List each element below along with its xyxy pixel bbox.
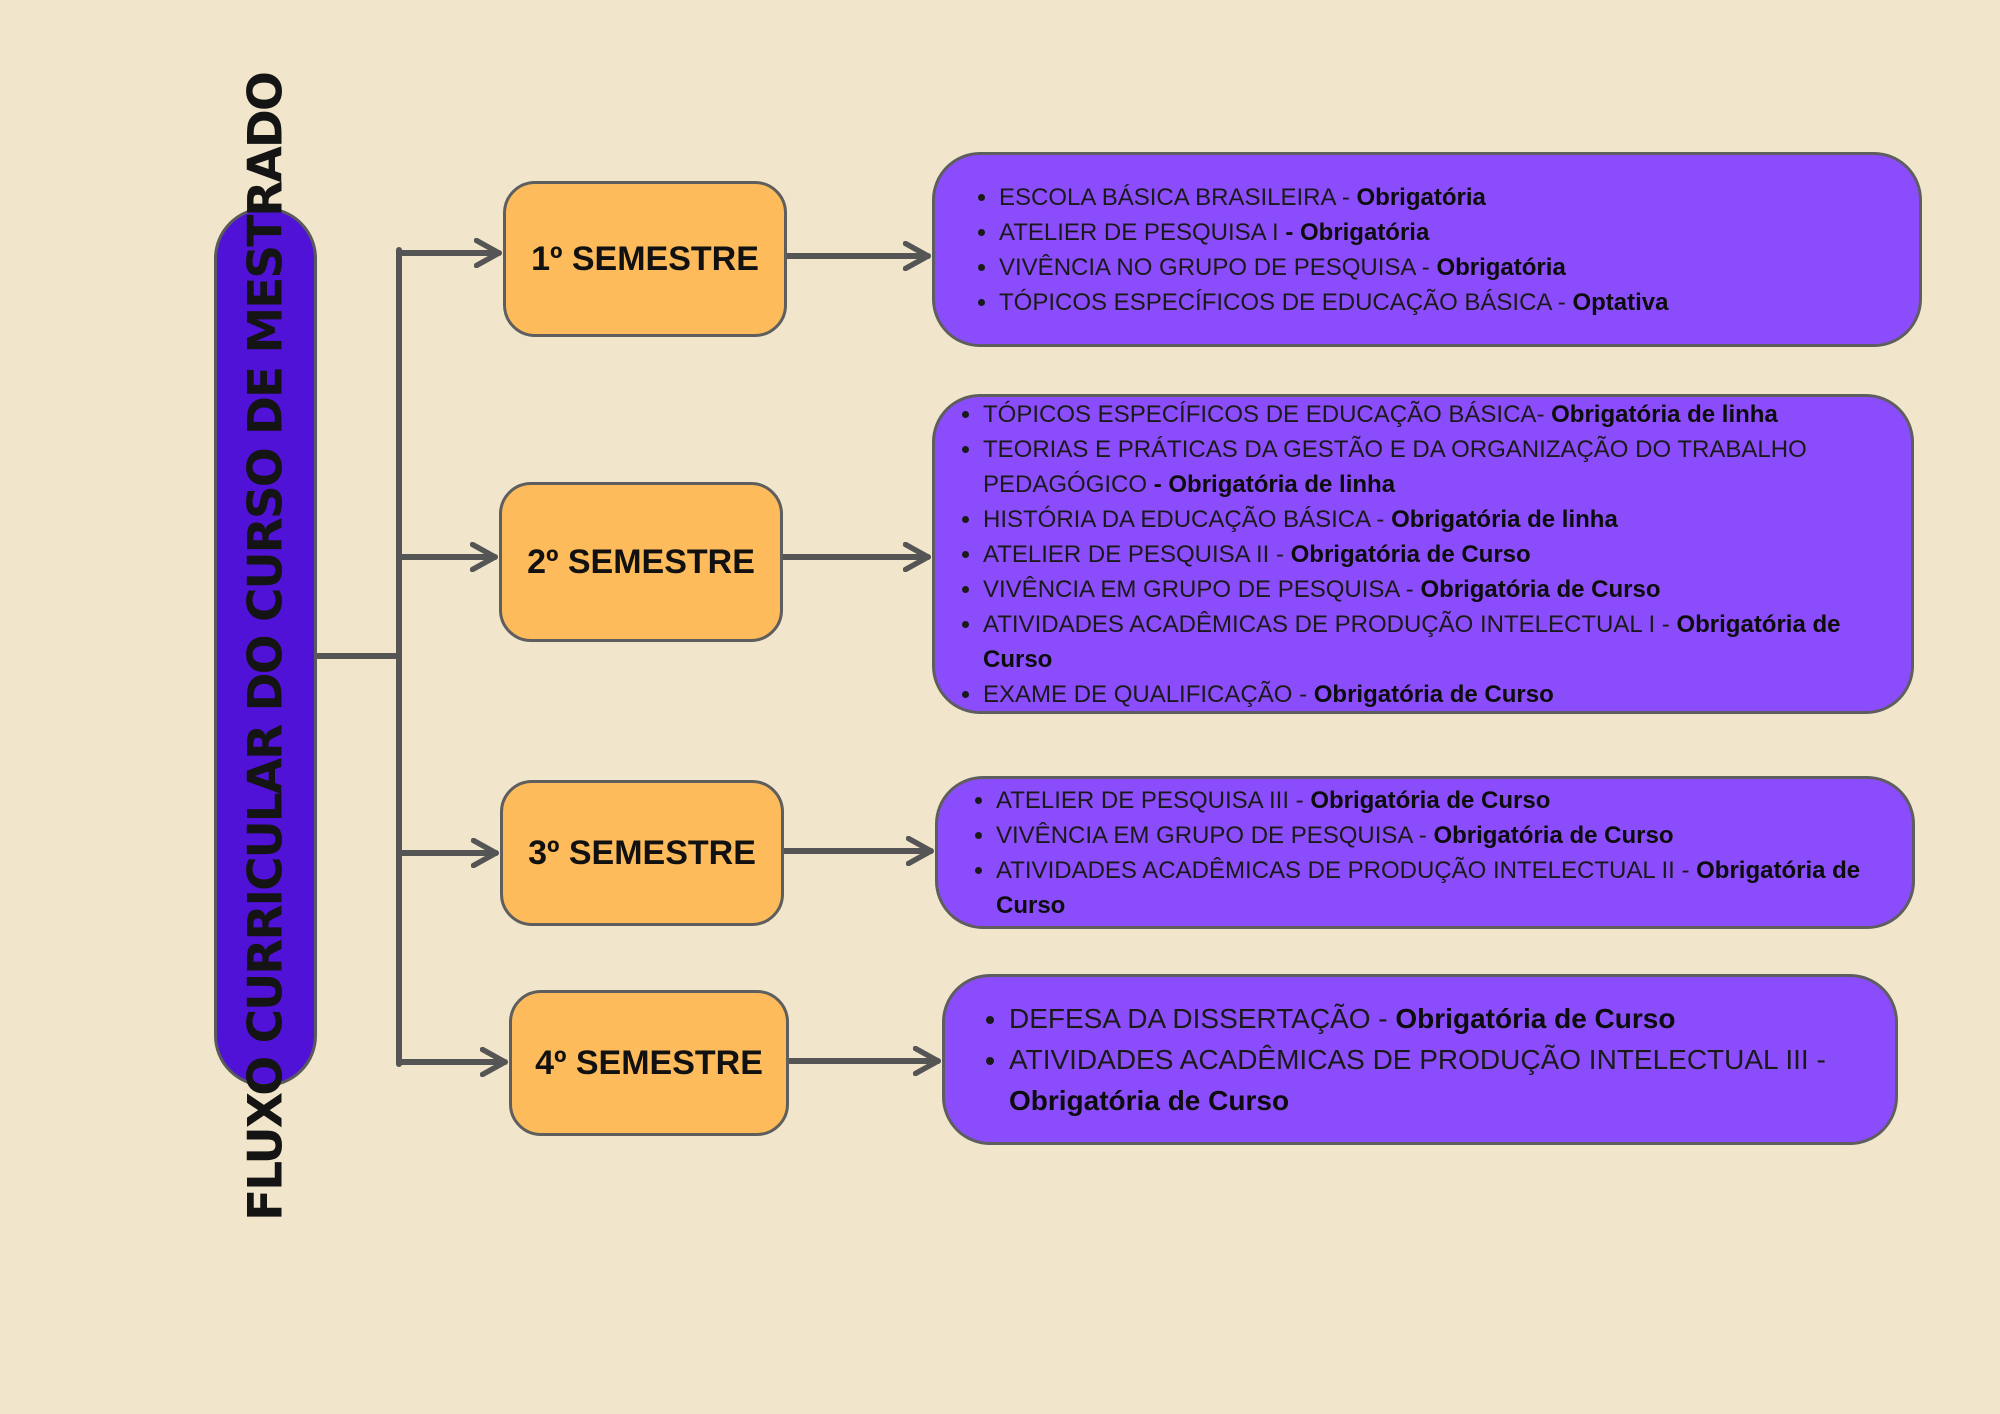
course-item: VIVÊNCIA EM GRUPO DE PESQUISA - Obrigató… (983, 572, 1897, 607)
course-status: Obrigatória de Curso (1310, 786, 1551, 814)
course-item: ATELIER DE PESQUISA I - Obrigatória (999, 215, 1668, 250)
course-name: TÓPICOS ESPECÍFICOS DE EDUCAÇÃO BÁSICA - (999, 288, 1573, 316)
course-status: Optativa (1572, 288, 1669, 316)
diagram-title: FLUXO CURRICULAR DO CURSO DE MESTRADO (238, 73, 293, 1221)
course-list: ATELIER DE PESQUISA III - Obrigatória de… (948, 783, 1912, 923)
course-name: ATELIER DE PESQUISA II - (983, 540, 1291, 568)
course-list: TÓPICOS ESPECÍFICOS DE EDUCAÇÃO BÁSICA- … (935, 397, 1911, 712)
course-status: Obrigatória de Curso (983, 610, 1841, 673)
course-item: EXAME DE QUALIFICAÇÃO - Obrigatória de C… (983, 677, 1897, 712)
semester-1-node: 1º SEMESTRE (503, 181, 787, 337)
course-status: Obrigatória de Curso (996, 856, 1861, 919)
course-name: TEORIAS E PRÁTICAS DA GESTÃO E DA ORGANI… (983, 435, 1807, 498)
title-pill: FLUXO CURRICULAR DO CURSO DE MESTRADO (214, 73, 317, 1221)
course-status: Obrigatória (1436, 253, 1566, 281)
semester-2-courses: TÓPICOS ESPECÍFICOS DE EDUCAÇÃO BÁSICA- … (932, 394, 1914, 714)
course-item: TÓPICOS ESPECÍFICOS DE EDUCAÇÃO BÁSICA- … (983, 397, 1897, 432)
course-item: ESCOLA BÁSICA BRASILEIRA - Obrigatória (999, 180, 1668, 215)
course-name: ESCOLA BÁSICA BRASILEIRA - (999, 183, 1357, 211)
course-item: VIVÊNCIA NO GRUPO DE PESQUISA - Obrigató… (999, 250, 1668, 285)
course-name: TÓPICOS ESPECÍFICOS DE EDUCAÇÃO BÁSICA- (983, 400, 1552, 428)
course-item: TEORIAS E PRÁTICAS DA GESTÃO E DA ORGANI… (983, 432, 1897, 502)
course-name: EXAME DE QUALIFICAÇÃO - (983, 680, 1314, 708)
course-name: ATELIER DE PESQUISA I (999, 218, 1286, 246)
course-item: ATIVIDADES ACADÊMICAS DE PRODUÇÃO INTELE… (996, 853, 1872, 923)
semester-2-node: 2º SEMESTRE (499, 482, 783, 642)
course-item: ATIVIDADES ACADÊMICAS DE PRODUÇÃO INTELE… (1009, 1039, 1835, 1121)
course-status: Obrigatória de Curso (1420, 575, 1661, 603)
semester-4-courses: DEFESA DA DISSERTAÇÃO - Obrigatória de C… (942, 974, 1898, 1145)
semester-4-node: 4º SEMESTRE (509, 990, 789, 1136)
course-name: VIVÊNCIA EM GRUPO DE PESQUISA - (996, 821, 1434, 849)
course-status: - Obrigatória de linha (1153, 470, 1396, 498)
course-name: DEFESA DA DISSERTAÇÃO - (1009, 1003, 1396, 1034)
course-status: Obrigatória de Curso (1009, 1085, 1290, 1116)
course-status: Obrigatória de Curso (1433, 821, 1674, 849)
course-item: DEFESA DA DISSERTAÇÃO - Obrigatória de C… (1009, 998, 1835, 1039)
course-item: HISTÓRIA DA EDUCAÇÃO BÁSICA - Obrigatóri… (983, 502, 1897, 537)
semester-3-courses: ATELIER DE PESQUISA III - Obrigatória de… (935, 776, 1915, 929)
course-name: ATIVIDADES ACADÊMICAS DE PRODUÇÃO INTELE… (983, 610, 1677, 638)
course-name: ATIVIDADES ACADÊMICAS DE PRODUÇÃO INTELE… (996, 856, 1697, 884)
course-list: DEFESA DA DISSERTAÇÃO - Obrigatória de C… (961, 998, 1895, 1121)
course-status: Obrigatória de linha (1551, 400, 1778, 428)
course-item: ATELIER DE PESQUISA II - Obrigatória de … (983, 537, 1897, 572)
course-list: ESCOLA BÁSICA BRASILEIRA - Obrigatória A… (951, 180, 1668, 320)
course-name: VIVÊNCIA NO GRUPO DE PESQUISA - (999, 253, 1437, 281)
course-status: - Obrigatória (1285, 218, 1430, 246)
course-name: ATIVIDADES ACADÊMICAS DE PRODUÇÃO INTELE… (1009, 1044, 1826, 1075)
semester-1-courses: ESCOLA BÁSICA BRASILEIRA - Obrigatória A… (932, 152, 1922, 347)
course-name: HISTÓRIA DA EDUCAÇÃO BÁSICA - (983, 505, 1392, 533)
course-status: Obrigatória de Curso (1313, 680, 1554, 708)
course-item: TÓPICOS ESPECÍFICOS DE EDUCAÇÃO BÁSICA -… (999, 285, 1668, 320)
course-name: ATELIER DE PESQUISA III - (996, 786, 1311, 814)
course-item: ATELIER DE PESQUISA III - Obrigatória de… (996, 783, 1872, 818)
semester-3-node: 3º SEMESTRE (500, 780, 784, 926)
course-status: Obrigatória (1356, 183, 1486, 211)
course-item: ATIVIDADES ACADÊMICAS DE PRODUÇÃO INTELE… (983, 607, 1897, 677)
course-name: VIVÊNCIA EM GRUPO DE PESQUISA - (983, 575, 1421, 603)
course-status: Obrigatória de Curso (1290, 540, 1531, 568)
course-status: Obrigatória de Curso (1395, 1003, 1676, 1034)
course-item: VIVÊNCIA EM GRUPO DE PESQUISA - Obrigató… (996, 818, 1872, 853)
course-status: Obrigatória de linha (1391, 505, 1618, 533)
